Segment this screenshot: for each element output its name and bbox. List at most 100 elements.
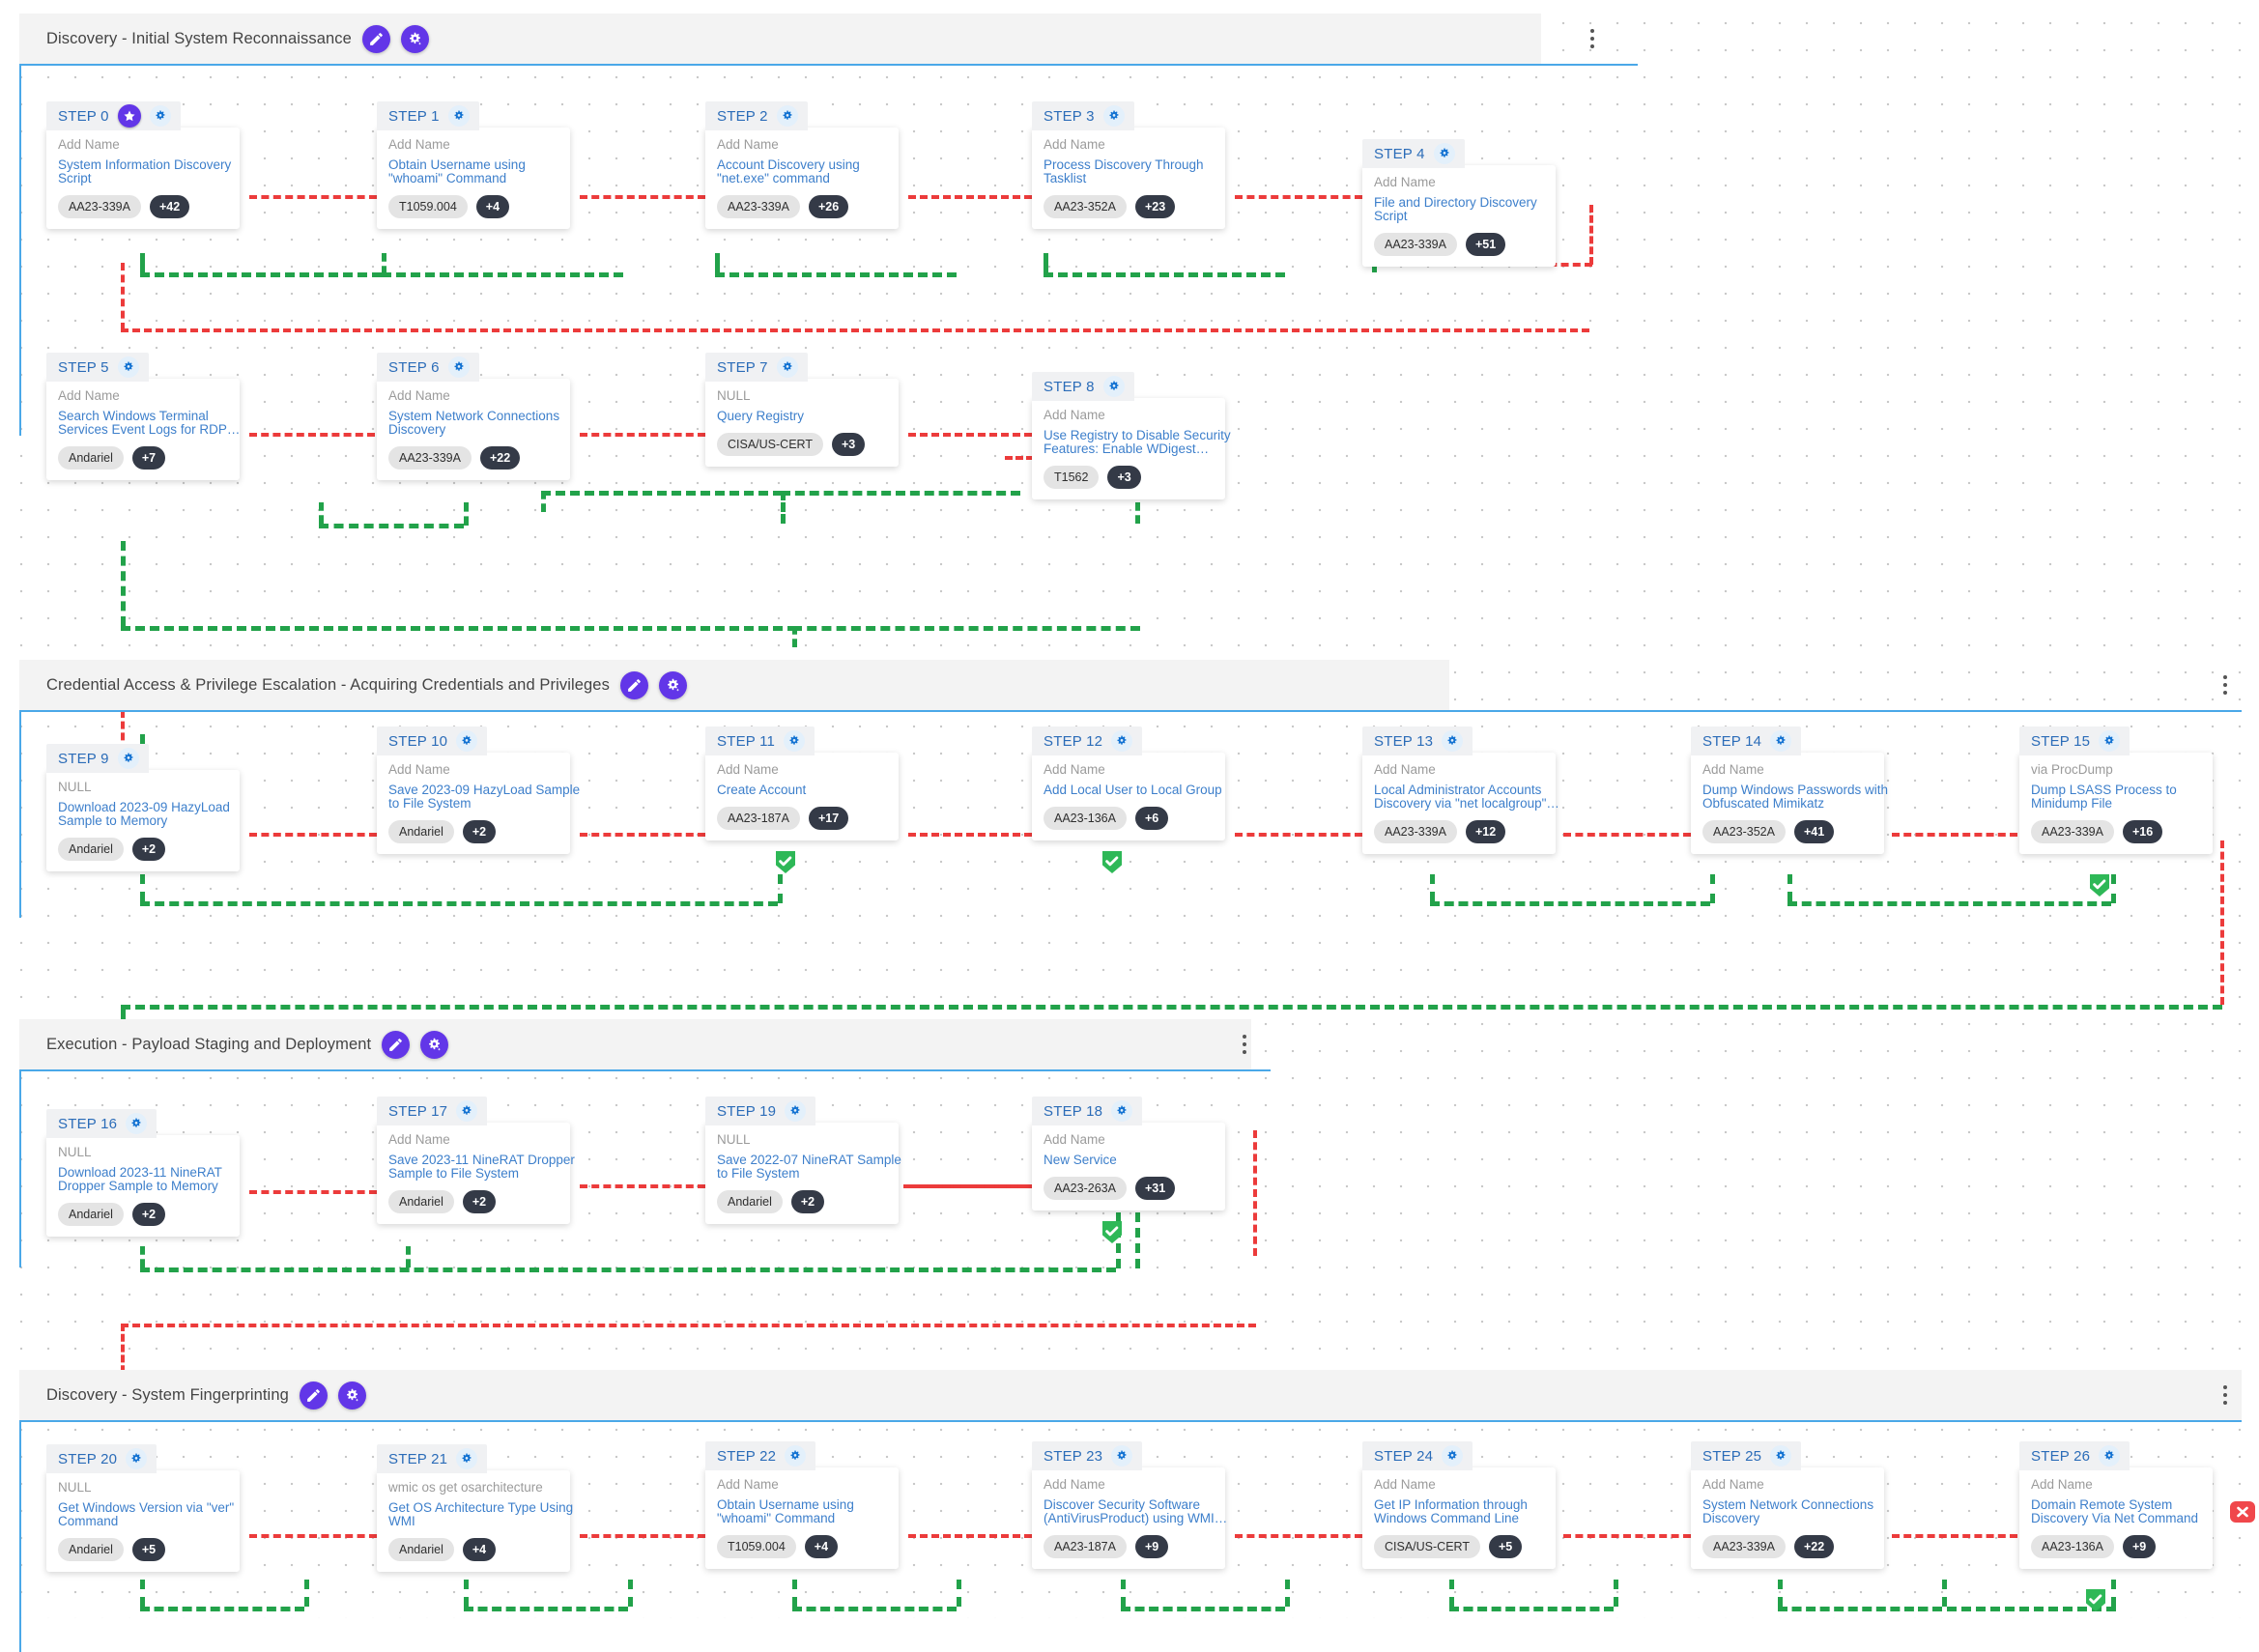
node-name-field[interactable]: via ProcDump	[2031, 762, 2113, 777]
count-badge[interactable]: +2	[131, 1203, 166, 1227]
node-header[interactable]: STEP 26	[2019, 1441, 2130, 1470]
node-technique[interactable]: Query Registry	[717, 409, 887, 423]
node-name-field[interactable]: Add Name	[1044, 1132, 1105, 1147]
node-header[interactable]: STEP 0	[46, 101, 181, 130]
source-tag[interactable]: AA23-263A	[1044, 1177, 1127, 1201]
count-badge[interactable]: +2	[131, 838, 166, 862]
source-tag[interactable]: AA23-187A	[1044, 1535, 1127, 1559]
node-settings-icon[interactable]	[447, 105, 470, 127]
node-settings-icon[interactable]	[1442, 730, 1464, 752]
node-settings-icon[interactable]	[1111, 730, 1133, 752]
node-name-field[interactable]: Add Name	[717, 762, 779, 777]
node-name-field[interactable]: Add Name	[1044, 762, 1105, 777]
source-tag[interactable]: Andariel	[58, 446, 124, 470]
node-settings-icon[interactable]	[1433, 143, 1455, 164]
node-name-field[interactable]: Add Name	[1374, 175, 1436, 189]
node-name-field[interactable]: Add Name	[1702, 762, 1764, 777]
node-technique[interactable]: Create Account	[717, 783, 887, 797]
node-name-field[interactable]: Add Name	[2031, 1477, 2093, 1492]
node-name-field[interactable]: Add Name	[1702, 1477, 1764, 1492]
node-name-field[interactable]: Add Name	[1044, 408, 1105, 422]
node-technique[interactable]: Account Discovery using"net.exe" command	[717, 157, 887, 185]
node-header[interactable]: STEP 15	[2019, 726, 2130, 755]
node-settings-icon[interactable]	[1111, 1100, 1133, 1122]
node-technique[interactable]: Obtain Username using"whoami" Command	[717, 1497, 887, 1525]
node-header[interactable]: STEP 1	[377, 101, 479, 130]
node-header[interactable]: STEP 13	[1362, 726, 1473, 755]
count-badge[interactable]: +23	[1134, 195, 1176, 219]
node-name-field[interactable]: Add Name	[388, 137, 450, 152]
node-technique[interactable]: Get Windows Version via "ver"Command	[58, 1500, 234, 1528]
count-badge[interactable]: +22	[1793, 1535, 1835, 1559]
node-settings-icon[interactable]	[117, 748, 139, 769]
node-header[interactable]: STEP 7	[705, 353, 808, 382]
node-settings-icon[interactable]	[776, 105, 798, 127]
node-header[interactable]: STEP 9	[46, 744, 149, 773]
node-header[interactable]: STEP 24	[1362, 1441, 1473, 1470]
section-menu-button[interactable]	[2213, 1376, 2238, 1414]
count-badge[interactable]: +5	[1488, 1535, 1523, 1559]
node-settings-icon[interactable]	[447, 356, 470, 378]
count-badge[interactable]: +7	[131, 446, 166, 470]
node-name-field[interactable]: Add Name	[1374, 762, 1436, 777]
node-header[interactable]: STEP 23	[1032, 1441, 1143, 1470]
source-tag[interactable]: AA23-339A	[388, 446, 472, 470]
node-settings-icon[interactable]	[1442, 1445, 1464, 1467]
node-header[interactable]: STEP 20	[46, 1444, 157, 1473]
section-edit-button[interactable]	[382, 1030, 411, 1059]
node-name-field[interactable]: Add Name	[58, 388, 120, 403]
count-badge[interactable]: +9	[2122, 1535, 2157, 1559]
source-tag[interactable]: Andariel	[717, 1190, 783, 1214]
source-tag[interactable]: AA23-339A	[717, 195, 800, 219]
node-header[interactable]: STEP 21	[377, 1444, 488, 1473]
node-settings-icon[interactable]	[149, 105, 171, 127]
count-badge[interactable]: +4	[804, 1535, 839, 1559]
section-magic-button[interactable]	[400, 24, 429, 53]
node-settings-icon[interactable]	[2099, 730, 2121, 752]
section-edit-button[interactable]	[619, 670, 648, 699]
node-header[interactable]: STEP 16	[46, 1109, 157, 1138]
node-header[interactable]: STEP 14	[1691, 726, 1802, 755]
star-badge-icon[interactable]	[117, 104, 141, 128]
node-header[interactable]: STEP 18	[1032, 1097, 1143, 1125]
node-name-field[interactable]: Add Name	[1374, 1477, 1436, 1492]
node-settings-icon[interactable]	[1111, 1445, 1133, 1467]
node-settings-icon[interactable]	[785, 1100, 807, 1122]
source-tag[interactable]: Andariel	[388, 820, 454, 844]
node-name-field[interactable]: Add Name	[388, 388, 450, 403]
count-badge[interactable]: +4	[462, 1538, 497, 1562]
node-settings-icon[interactable]	[456, 730, 478, 752]
node-header[interactable]: STEP 4	[1362, 139, 1465, 168]
source-tag[interactable]: Andariel	[388, 1538, 454, 1562]
section-menu-button[interactable]	[2213, 666, 2238, 704]
node-settings-icon[interactable]	[456, 1448, 478, 1469]
node-settings-icon[interactable]	[784, 730, 806, 752]
node-name-field[interactable]: Add Name	[388, 1132, 450, 1147]
node-name-field[interactable]: NULL	[717, 1132, 751, 1147]
source-tag[interactable]: T1059.004	[388, 195, 468, 219]
node-name-field[interactable]: Add Name	[717, 137, 779, 152]
count-badge[interactable]: +41	[1793, 820, 1835, 844]
section-menu-button[interactable]	[1232, 1025, 1257, 1064]
node-name-field[interactable]: NULL	[58, 1480, 92, 1495]
node-settings-icon[interactable]	[126, 1448, 148, 1469]
